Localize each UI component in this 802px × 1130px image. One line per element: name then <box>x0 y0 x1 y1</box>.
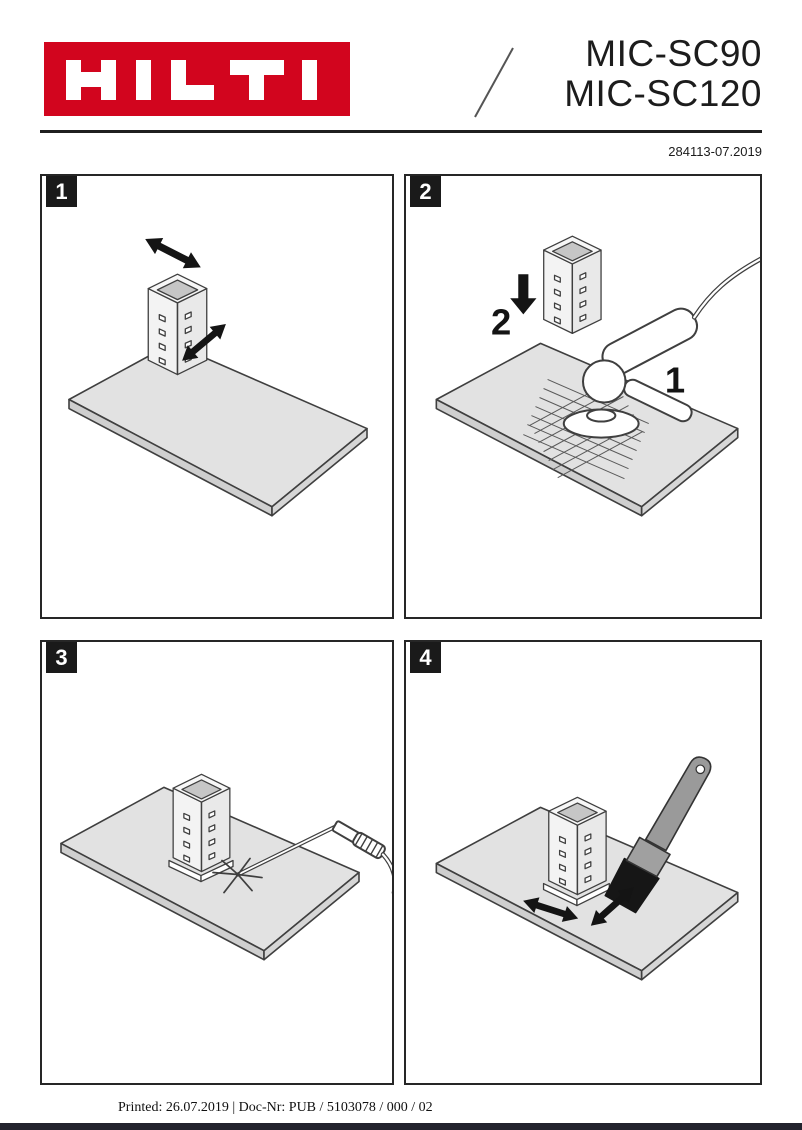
illustration-brush-coating <box>435 756 739 981</box>
product-title-1: MIC-SC90 <box>585 33 762 74</box>
panel-step-4: 4 <box>404 640 762 1085</box>
illustration-weld-bracket <box>60 773 392 961</box>
illustration-align-bracket <box>68 230 368 517</box>
angle-grinder-icon <box>562 256 760 439</box>
step-badge: 4 <box>410 642 441 673</box>
illustration-grind-and-place: 2 1 <box>435 235 760 517</box>
slotted-bracket <box>172 773 231 873</box>
slash-divider-icon <box>474 47 514 118</box>
bottom-bar <box>0 1123 802 1130</box>
header-rule <box>40 130 762 133</box>
panel-step-3: 3 <box>40 640 394 1085</box>
base-plate <box>68 342 368 517</box>
step-badge: 2 <box>410 176 441 207</box>
hilti-logo: HILTI <box>44 42 350 116</box>
step-badge: 3 <box>46 642 77 673</box>
weld-seam <box>200 859 234 883</box>
step-grind-label: 1 <box>665 360 685 401</box>
down-arrow-icon <box>510 274 537 315</box>
footer-print-info: Printed: 26.07.2019 | Doc-Nr: PUB / 5103… <box>118 1100 433 1115</box>
product-title-2: MIC-SC120 <box>564 73 762 114</box>
doc-code: 284113-07.2019 <box>668 144 762 159</box>
slotted-bracket <box>543 235 602 335</box>
weld-spark-icon <box>212 857 263 894</box>
product-titles: MIC-SC90 MIC-SC120 <box>564 34 762 114</box>
slotted-bracket <box>548 796 607 896</box>
hilti-wordmark-icon <box>66 60 317 100</box>
welding-electrode-icon <box>235 820 392 894</box>
double-arrow-icon <box>141 230 205 276</box>
panel-step-2: 2 2 1 <box>404 174 762 619</box>
panel-step-1: 1 <box>40 174 394 619</box>
slotted-bracket <box>147 273 208 376</box>
step-badge: 1 <box>46 176 77 207</box>
step-place-label: 2 <box>491 302 511 343</box>
